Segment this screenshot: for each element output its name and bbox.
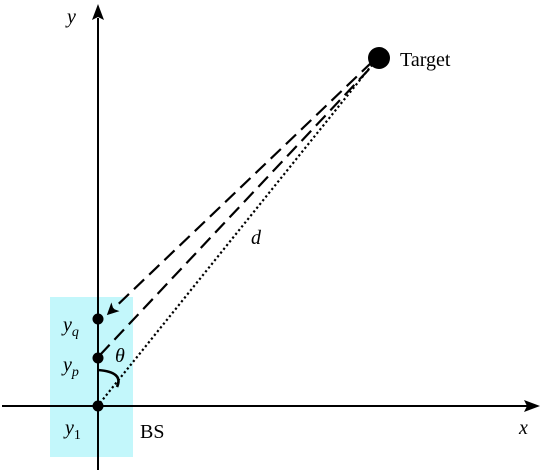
point-y1 bbox=[92, 400, 104, 412]
path-yq-dashed-arrow bbox=[106, 61, 373, 316]
x-axis-arrowhead bbox=[524, 400, 540, 412]
target-point bbox=[368, 47, 390, 69]
distance-line bbox=[99, 59, 377, 404]
x-axis-label: x bbox=[518, 417, 528, 439]
yp-label-subscript: p bbox=[71, 365, 79, 380]
point-yq bbox=[92, 313, 104, 325]
point-yp bbox=[92, 352, 104, 364]
yp-label-base: y bbox=[61, 354, 72, 376]
y-axis-label: y bbox=[65, 6, 76, 28]
path-yp-dashed bbox=[99, 63, 375, 356]
y-axis-arrowhead bbox=[92, 4, 104, 20]
angle-arc bbox=[97, 368, 120, 388]
yq-label-base: y bbox=[61, 314, 72, 336]
yq-label-subscript: q bbox=[72, 325, 79, 340]
bs-label: BS bbox=[140, 421, 164, 443]
yq-label: yq bbox=[61, 314, 79, 340]
y1-label-subscript: 1 bbox=[74, 428, 81, 443]
yp-label: yp bbox=[61, 354, 79, 380]
target-label: Target bbox=[400, 49, 451, 71]
angle-label: θ bbox=[115, 345, 125, 367]
antenna-array-region bbox=[50, 297, 133, 457]
y1-label-base: y bbox=[63, 417, 74, 439]
distance-label: d bbox=[251, 227, 262, 249]
y1-label: y1 bbox=[63, 417, 81, 443]
